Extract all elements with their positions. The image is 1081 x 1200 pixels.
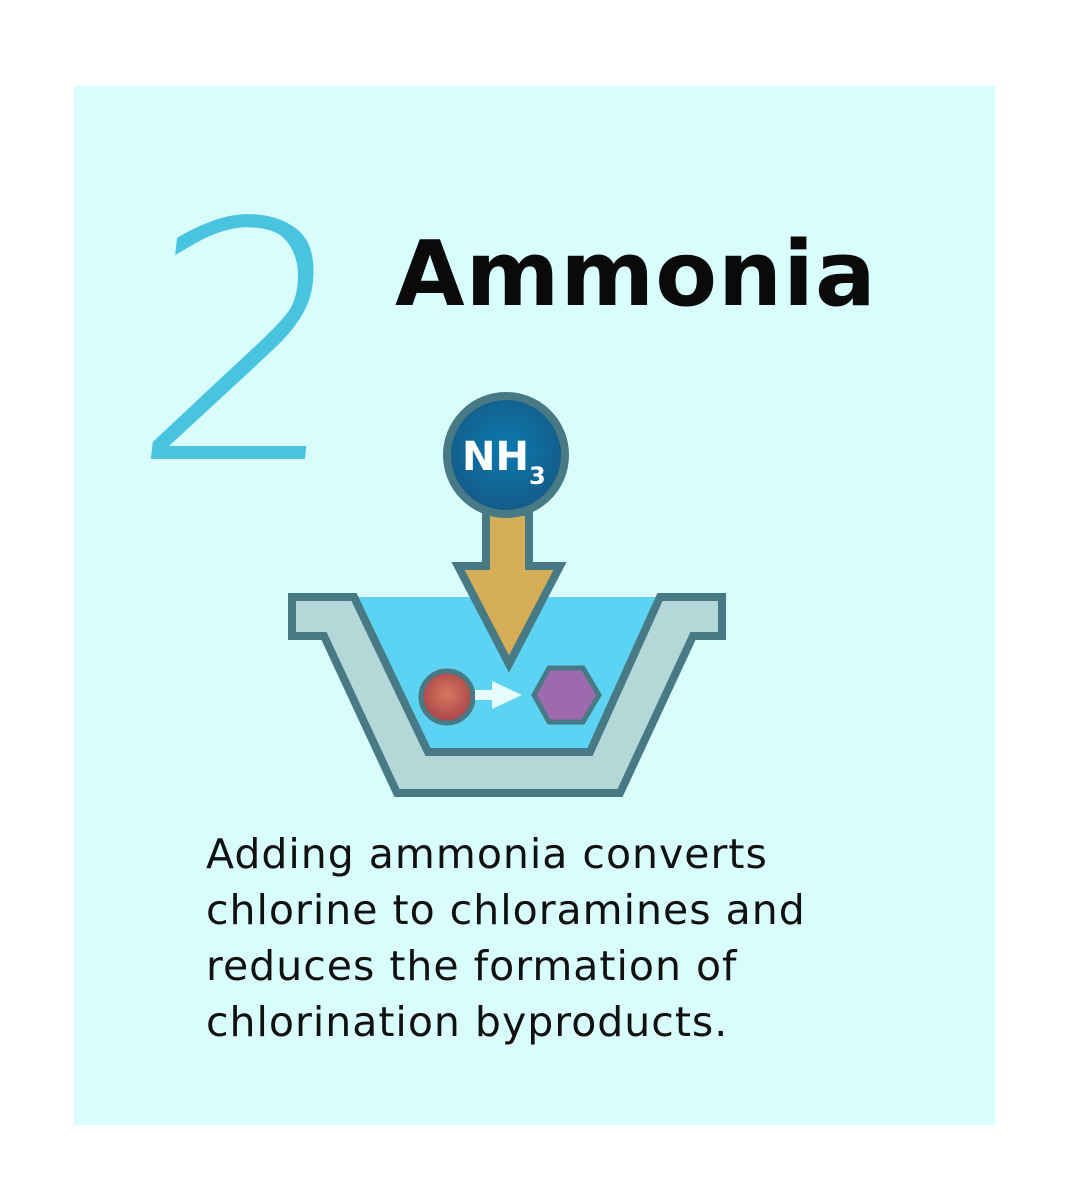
description-line: chlorine to chloramines and	[206, 886, 806, 934]
nh3-molecule	[443, 392, 569, 518]
description-line: chlorination byproducts.	[206, 998, 729, 1046]
chloramine-particle	[531, 665, 602, 725]
down-arrow	[451, 508, 567, 673]
chlorine-particle	[418, 668, 476, 726]
conversion-arrow-icon	[475, 681, 522, 709]
nh3-label: NH3	[462, 434, 546, 490]
title: Ammonia	[395, 222, 877, 327]
description-line: reduces the formation of	[206, 942, 738, 990]
description: Adding ammonia converts chlorine to chlo…	[206, 826, 846, 1050]
description-line: Adding ammonia converts	[206, 830, 768, 878]
basin	[288, 593, 726, 797]
